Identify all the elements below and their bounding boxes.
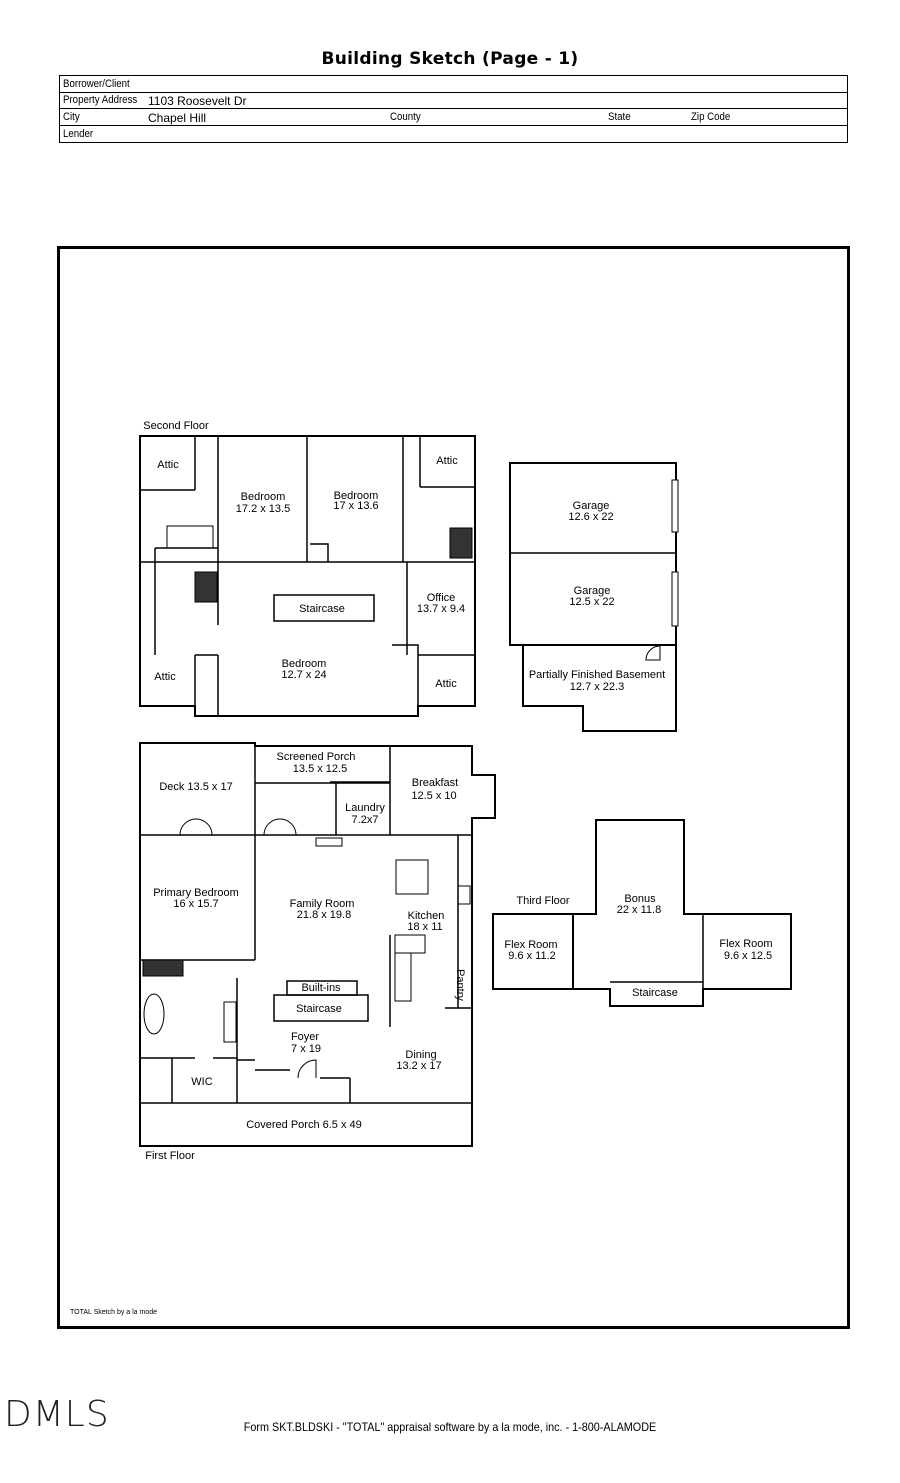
zip-label: Zip Code (691, 111, 731, 123)
laundry-size: 7.2x7 (352, 814, 379, 826)
breakfast-size: 12.5 x 10 (411, 790, 456, 802)
sketch-credit: TOTAL Sketch by a la mode (70, 1309, 158, 1316)
second-floor-walls (140, 436, 475, 716)
flex-room-2-label: Flex Room (719, 938, 772, 950)
covered-porch-label: Covered Porch 6.5 x 49 (246, 1119, 362, 1131)
flex-room-2-size: 9.6 x 12.5 (724, 950, 772, 962)
borrower-label: Borrower/Client (63, 78, 130, 90)
sketch-frame (57, 246, 850, 1329)
tub-2f (166, 525, 214, 549)
garage-outline (509, 462, 677, 646)
kitchen-size: 18 x 11 (407, 921, 442, 933)
dmls-logo: DMLS (4, 1394, 110, 1435)
state-label: State (608, 111, 631, 123)
first-floor-label: First Floor (145, 1150, 195, 1162)
basement-outline (522, 645, 677, 732)
header-table: Borrower/Client Property Address 1103 Ro… (59, 75, 848, 143)
tub-1f (143, 993, 165, 1035)
attic-1: Attic (157, 459, 179, 471)
garage-2-size: 12.5 x 22 (569, 596, 614, 608)
deck-label: Deck 13.5 x 17 (159, 781, 232, 793)
garage-2-label: Garage (574, 585, 611, 597)
fireplace-2f-right (449, 527, 473, 559)
bedroom-3-label: Bedroom (282, 658, 327, 670)
attic-3: Attic (154, 671, 176, 683)
bedroom-3-size: 12.7 x 24 (281, 669, 326, 681)
flex-room-1-label: Flex Room (504, 939, 557, 951)
basement-size: 12.7 x 22.3 (570, 681, 624, 693)
staircase-1f-label: Staircase (296, 1003, 342, 1015)
bonus-label: Bonus (624, 893, 656, 905)
foyer-size: 7 x 19 (291, 1043, 321, 1055)
bedroom-2-label: Bedroom (334, 490, 379, 502)
staircase-2f (273, 594, 375, 622)
lender-row: Lender (60, 126, 847, 142)
city-label: City (63, 111, 80, 123)
garage-1-size: 12.6 x 22 (568, 511, 613, 523)
office-size: 13.7 x 9.4 (417, 603, 465, 615)
page-title: Building Sketch (Page - 1) (321, 49, 579, 69)
basement-label: Partially Finished Basement (529, 669, 665, 681)
kitchen-label: Kitchen (408, 910, 445, 922)
builtins-label: Built-ins (301, 982, 341, 994)
first-floor-walls (140, 743, 472, 1104)
screened-porch-size: 13.5 x 12.5 (293, 763, 347, 775)
fireplace-2f-left (194, 571, 218, 603)
attic-2: Attic (436, 455, 458, 467)
foyer-label: Foyer (291, 1031, 319, 1043)
fireplace-1f (142, 959, 184, 977)
dining-size: 13.2 x 17 (396, 1060, 441, 1072)
laundry-label: Laundry (345, 802, 385, 814)
address-row: Property Address 1103 Roosevelt Dr (60, 92, 847, 109)
staircase-3f-label: Staircase (632, 987, 678, 999)
dining-label: Dining (405, 1049, 436, 1061)
office-label: Office (427, 592, 456, 604)
primary-bedroom-label: Primary Bedroom (153, 887, 239, 899)
lender-label: Lender (63, 128, 94, 140)
third-floor-label: Third Floor (516, 895, 570, 907)
bedroom-2-size: 17 x 13.6 (333, 500, 378, 512)
address-label: Property Address (63, 94, 138, 106)
city-row: City Chapel Hill County State Zip Code (60, 109, 847, 126)
flex-room-1-size: 9.6 x 11.2 (508, 950, 556, 962)
address-value: 1103 Roosevelt Dr (148, 94, 247, 108)
attic-4: Attic (435, 678, 457, 690)
family-room-label: Family Room (290, 898, 355, 910)
breakfast-label: Breakfast (412, 777, 458, 789)
primary-bedroom-size: 16 x 15.7 (173, 898, 218, 910)
kitchen-island (395, 859, 429, 895)
builtins (286, 980, 358, 996)
form-footer: Form SKT.BLDSKI - "TOTAL" appraisal soft… (243, 1420, 657, 1434)
city-value: Chapel Hill (148, 111, 207, 125)
pantry-label: Pantry (454, 969, 466, 1001)
county-label: County (390, 111, 421, 123)
bedroom-1-size: 17.2 x 13.5 (236, 503, 290, 515)
staircase-2f-label: Staircase (299, 603, 345, 615)
garage-1-label: Garage (573, 500, 610, 512)
bonus-size: 22 x 11.8 (617, 904, 661, 916)
family-room-size: 21.8 x 19.8 (297, 909, 351, 921)
second-floor-label: Second Floor (143, 420, 209, 432)
screened-porch-label: Screened Porch (277, 751, 356, 763)
wic-label: WIC (191, 1076, 212, 1088)
bedroom-1-label: Bedroom (241, 491, 286, 503)
borrower-row: Borrower/Client (60, 76, 847, 93)
